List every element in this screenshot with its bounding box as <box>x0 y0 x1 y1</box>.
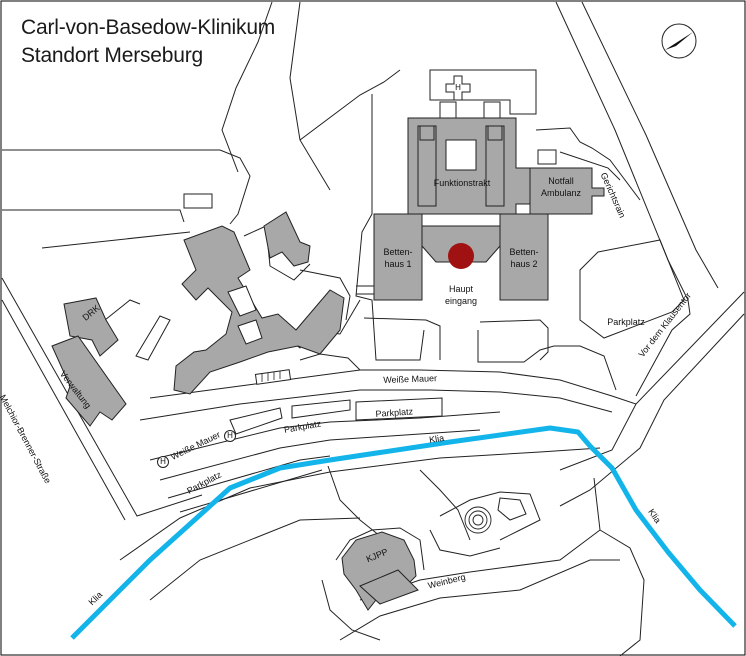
small-hut <box>183 193 213 209</box>
road-weinberg-lower <box>149 517 361 601</box>
road-gerichtsrain-a <box>555 1 691 397</box>
parking-box-3 <box>229 407 283 435</box>
parking-edge-1 <box>149 411 501 461</box>
road-klausentor-a <box>559 291 745 471</box>
road-melchior-right <box>1 299 126 521</box>
road-diagonal-1 <box>221 1 273 173</box>
helipad-block <box>439 101 457 119</box>
left-courtyard-a <box>227 285 257 317</box>
park-path-4 <box>429 529 501 557</box>
road-diagonal-3 <box>299 69 401 141</box>
label-weisse-mauer-top: Weiße Mauer <box>383 373 438 385</box>
path-hospital-west-2 <box>363 317 441 360</box>
left-courtyard-b <box>237 319 263 345</box>
park-path-5 <box>335 527 425 571</box>
park-path-6 <box>321 579 381 641</box>
map-title-line2: Standort Merseburg <box>21 44 203 67</box>
road-gerichtsrain-b <box>581 1 719 289</box>
label-haupteingang-a: Haupt <box>448 284 474 294</box>
courtyard-4 <box>299 353 361 371</box>
road-melchior-left <box>1 277 203 517</box>
notfall-annex <box>537 149 557 165</box>
stairs-block <box>254 369 292 385</box>
building-left-north <box>263 211 311 267</box>
river-klia <box>70 425 737 640</box>
path-hospital-north <box>535 127 641 201</box>
road-weinberg-2 <box>339 559 620 641</box>
funktionstrakt-tower-l <box>419 125 435 141</box>
parking-edge-2 <box>159 429 481 481</box>
parking-box-2 <box>291 399 351 419</box>
path-bettenhaus-link <box>356 285 374 295</box>
map-title-line1: Carl-von-Basedow-Klinikum <box>21 16 276 39</box>
parking-edge-4 <box>179 469 323 513</box>
road-upper-left <box>2 149 251 225</box>
courtyard-2 <box>99 299 141 325</box>
road-upper-left-3 <box>41 231 191 249</box>
courtyard-6 <box>243 225 311 281</box>
helipad-cross-icon <box>445 75 471 101</box>
courtyard-5 <box>299 269 351 321</box>
building-verwaltung <box>51 335 127 427</box>
path-hospital-north-2 <box>559 151 621 181</box>
road-klausentor-b <box>559 313 745 507</box>
amphitheater <box>464 506 492 534</box>
helipad-block-2 <box>483 101 501 119</box>
parking-box-1 <box>355 397 443 421</box>
building-notfall <box>529 167 605 215</box>
label-notfall: Notfall <box>548 176 574 186</box>
bus-stop-icon: H <box>157 456 169 468</box>
park-square <box>497 497 527 521</box>
label-parkplatz-right: Parkplatz <box>607 317 645 327</box>
buildings <box>51 69 605 611</box>
path-hospital-east <box>479 319 549 361</box>
building-main-left <box>173 225 345 395</box>
road-weisse-mauer-bottom <box>139 389 613 421</box>
label-haupteingang-b: eingang <box>444 296 478 306</box>
helipad-label: H <box>455 83 461 92</box>
parking-edge-3 <box>167 455 331 499</box>
funktionstrakt-tower-r <box>487 125 503 141</box>
label-bettenhaus-1-b: haus 1 <box>384 259 412 269</box>
label-bettenhaus-2-a: Betten- <box>509 247 539 257</box>
funktionstrakt-court <box>445 139 477 171</box>
building-bettenhaus-1 <box>373 213 423 301</box>
label-bettenhaus-1-a: Betten- <box>383 247 413 257</box>
path-hospital-east-2 <box>477 330 617 391</box>
building-bettenhaus-2 <box>499 213 549 301</box>
park-path-2 <box>419 469 471 541</box>
label-bettenhaus-2-b: haus 2 <box>510 259 538 269</box>
path-hospital-west <box>355 94 425 361</box>
park-path-1 <box>327 465 381 537</box>
courtyard-1 <box>135 315 171 361</box>
bus-stop-icon-2: H <box>224 430 236 442</box>
road-klausentor-c <box>593 477 645 656</box>
road-diagonal-2 <box>289 1 331 191</box>
stairs-lines <box>261 371 281 382</box>
road-upper-left-2 <box>2 209 185 223</box>
parking-right <box>579 239 685 339</box>
building-drk <box>63 297 119 357</box>
building-kjpp-annex <box>359 569 419 605</box>
label-ambulanz: Ambulanz <box>540 188 582 198</box>
park-path-3 <box>439 491 541 541</box>
label-funktionstrakt: Funktionstrakt <box>433 178 491 188</box>
label-klia-1: Klia <box>428 432 445 445</box>
north-arrow-icon <box>661 23 697 59</box>
entrance-marker <box>448 243 474 269</box>
